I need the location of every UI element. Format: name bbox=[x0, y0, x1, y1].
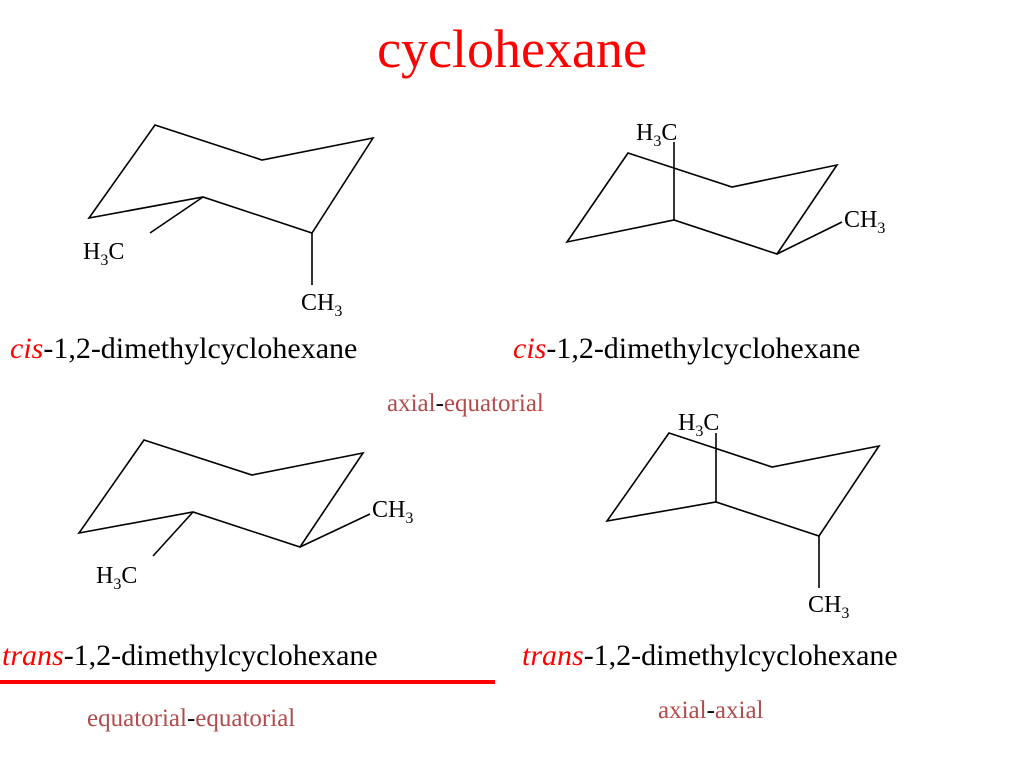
conformation-label-bottom-left: equatorial-equatorial bbox=[87, 705, 296, 732]
stereo-prefix: trans bbox=[522, 639, 584, 672]
methyl-label-h3c: H3C bbox=[96, 563, 137, 593]
methyl-label-ch3: CH3 bbox=[372, 497, 413, 527]
compound-name-top-left: cis-1,2-dimethylcyclohexane bbox=[10, 331, 357, 367]
methyl-label-h3c: H3C bbox=[83, 239, 124, 269]
chair-trans-eq-eq bbox=[77, 439, 371, 557]
compound-suffix: -1,2-dimethylcyclohexane bbox=[583, 639, 898, 672]
compound-name-bottom-right: trans-1,2-dimethylcyclohexane bbox=[522, 638, 898, 674]
stereo-prefix: cis bbox=[10, 332, 44, 365]
methyl-label-ch3: CH3 bbox=[844, 207, 885, 237]
stereo-prefix: cis bbox=[513, 332, 547, 365]
highlight-underline bbox=[0, 680, 495, 684]
compound-suffix: -1,2-dimethylcyclohexane bbox=[63, 639, 378, 672]
conformation-label-bottom-right: axial-axial bbox=[658, 697, 764, 724]
methyl-label-h3c: H3C bbox=[678, 410, 719, 440]
page-title: cyclohexane bbox=[377, 19, 647, 79]
methyl-label-ch3: CH3 bbox=[808, 592, 849, 622]
compound-name-bottom-left: trans-1,2-dimethylcyclohexane bbox=[2, 638, 378, 674]
chair-trans-ax-ax bbox=[605, 432, 881, 588]
compound-name-top-right: cis-1,2-dimethylcyclohexane bbox=[513, 331, 860, 367]
compound-suffix: -1,2-dimethylcyclohexane bbox=[43, 332, 358, 365]
chair-cis-eq-ax bbox=[87, 124, 375, 285]
stereo-prefix: trans bbox=[2, 639, 64, 672]
methyl-label-h3c: H3C bbox=[636, 120, 677, 150]
compound-suffix: -1,2-dimethylcyclohexane bbox=[546, 332, 861, 365]
conformation-label-top-right: axial-equatorial bbox=[387, 390, 544, 417]
chair-cis-ax-eq bbox=[565, 142, 843, 255]
methyl-label-ch3: CH3 bbox=[301, 290, 342, 320]
